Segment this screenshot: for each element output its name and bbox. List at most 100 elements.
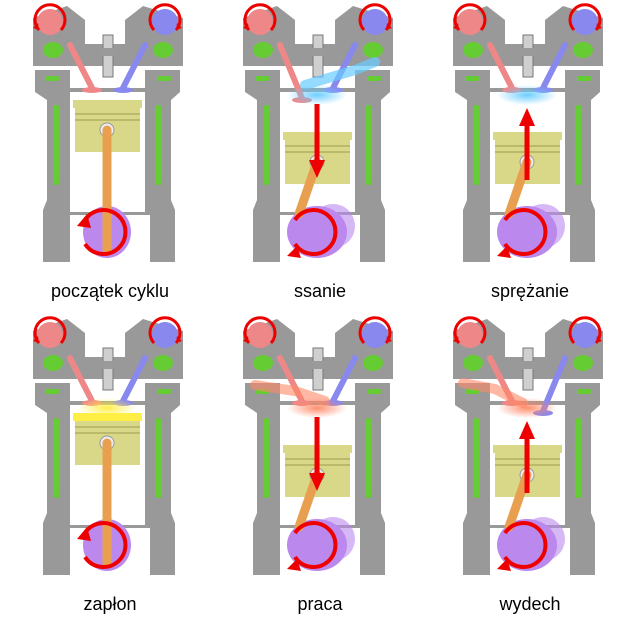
coolant-jacket-left — [53, 105, 60, 185]
intake-cam — [37, 9, 63, 35]
exhaust-cam — [152, 9, 178, 35]
coolant-port-right — [157, 389, 171, 394]
coolant-port-left — [45, 76, 59, 81]
piston-motion-arrow-head — [519, 108, 535, 126]
coolant-head-right — [153, 42, 173, 58]
piston-crown — [73, 413, 142, 421]
intake-cam — [37, 322, 63, 348]
exhaust-cam-rotation-arrow — [148, 3, 182, 32]
coolant-head-left — [43, 355, 63, 371]
intake-cam — [457, 322, 483, 348]
intake-cam-arrow-head — [453, 336, 459, 343]
intake-cam-rotation-arrow — [453, 3, 487, 32]
crank-rotation-arrow — [503, 521, 548, 569]
intake-valve-stem — [67, 355, 95, 404]
spark-plug-nut — [521, 48, 535, 56]
piston-motion-arrow-head — [309, 160, 325, 178]
exhaust-cam-rotation-arrow — [148, 316, 182, 345]
exhaust-valve-stem — [330, 355, 358, 404]
engine-illustration-4 — [33, 316, 183, 575]
crank-rotation-arrow — [503, 208, 548, 256]
coolant-port-right — [577, 389, 591, 394]
coolant-head-left — [253, 355, 273, 371]
spark-plug-nut — [311, 48, 325, 56]
crank-rotation-arrow — [83, 521, 128, 569]
stage-panel-4: zapłon — [10, 313, 210, 614]
exhaust-cam-rotation-arrow — [358, 3, 392, 32]
stage-panel-5: praca — [220, 313, 420, 614]
coolant-jacket-left — [263, 418, 270, 498]
spark-plug-nut — [311, 361, 325, 369]
exhaust-valve-stem — [120, 355, 148, 404]
intake-cam-arrow-head — [33, 23, 39, 30]
coolant-jacket-left — [473, 418, 480, 498]
coolant-port-right — [367, 76, 381, 81]
chamber-gas — [287, 85, 347, 105]
coolant-head-left — [463, 355, 483, 371]
spark-plug-nut — [101, 48, 115, 56]
connecting-rod — [504, 470, 532, 532]
crank-rotation-arrow — [83, 208, 128, 256]
exhaust-cam-arrow-head — [596, 23, 602, 30]
coolant-head-left — [463, 42, 483, 58]
exhaust-cam-arrow-head — [176, 336, 182, 343]
coolant-port-left — [465, 76, 479, 81]
stage-panel-2: ssanie — [220, 0, 420, 301]
intake-cam — [247, 322, 273, 348]
spark-plug-nut — [101, 361, 115, 369]
exhaust-cam — [572, 322, 598, 348]
chamber-gas — [287, 398, 347, 418]
stage-panel-1: początek cyklu — [10, 0, 210, 301]
exhaust-gas-flow — [250, 380, 330, 406]
intake-cam-arrow-head — [453, 23, 459, 30]
crank-rotation-arrow-head — [77, 214, 91, 228]
coolant-jacket-right — [575, 418, 582, 498]
stage-caption-5: praca — [297, 594, 343, 614]
coolant-head-right — [153, 355, 173, 371]
exhaust-valve-head — [113, 87, 133, 93]
exhaust-cam-rotation-arrow — [358, 316, 392, 345]
intake-cam-rotation-arrow — [243, 316, 277, 345]
crank-rotation-arrow — [293, 208, 338, 256]
coolant-head-left — [43, 42, 63, 58]
crank-rotation-arrow-head — [287, 246, 301, 258]
intake-cam-rotation-arrow — [243, 3, 277, 32]
intake-valve-stem — [487, 42, 515, 91]
engine-illustration-3 — [453, 3, 603, 262]
exhaust-cam — [362, 322, 388, 348]
coolant-jacket-right — [365, 105, 372, 185]
intake-gas-flow — [300, 57, 380, 90]
coolant-jacket-left — [473, 105, 480, 185]
coolant-head-left — [253, 42, 273, 58]
exhaust-valve-stem — [540, 42, 568, 91]
intake-cam — [457, 9, 483, 35]
coolant-port-right — [577, 76, 591, 81]
exhaust-gas-flow — [458, 378, 528, 408]
exhaust-cam — [152, 322, 178, 348]
engine-illustration-6 — [453, 316, 603, 575]
intake-cam-rotation-arrow — [33, 316, 67, 345]
coolant-head-right — [573, 355, 593, 371]
exhaust-cam-arrow-head — [386, 336, 392, 343]
intake-cam-rotation-arrow — [453, 316, 487, 345]
crank-rotation-arrow-head — [497, 246, 511, 258]
exhaust-valve-stem — [330, 42, 358, 91]
engine-illustration-1 — [33, 3, 183, 262]
intake-valve-stem — [67, 42, 95, 91]
coolant-jacket-right — [575, 105, 582, 185]
coolant-port-right — [367, 389, 381, 394]
coolant-port-left — [255, 76, 269, 81]
coolant-jacket-left — [53, 418, 60, 498]
exhaust-cam-arrow-head — [596, 336, 602, 343]
stage-caption-4: zapłon — [83, 594, 137, 614]
exhaust-cam-rotation-arrow — [568, 3, 602, 32]
stage-caption-1: początek cyklu — [50, 281, 170, 301]
coolant-jacket-left — [263, 105, 270, 185]
intake-cam-arrow-head — [243, 23, 249, 30]
coolant-jacket-right — [365, 418, 372, 498]
coolant-port-right — [157, 76, 171, 81]
coolant-jacket-right — [155, 418, 162, 498]
spark-plug-nut — [521, 361, 535, 369]
chamber-gas — [497, 85, 557, 105]
connecting-rod — [504, 157, 532, 219]
